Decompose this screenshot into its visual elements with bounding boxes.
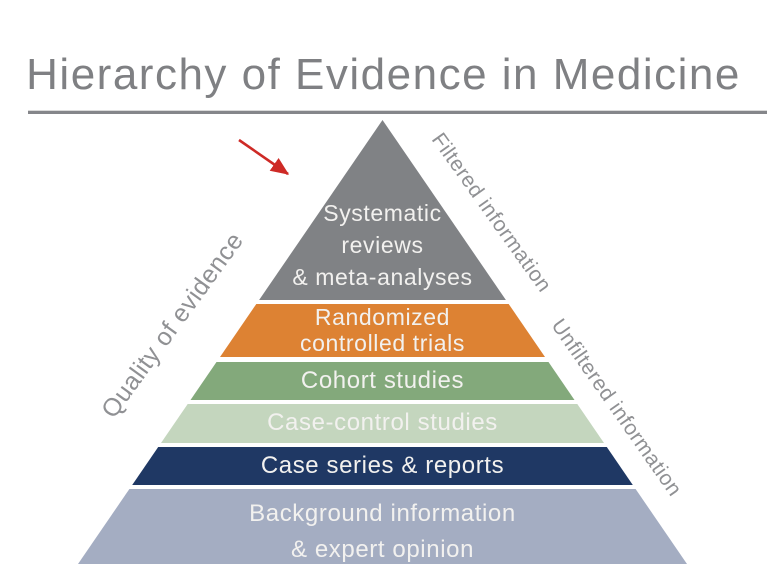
pyramid-level-randomized-controlled-trials [220, 304, 545, 357]
pyramid-level-systematic-reviews [259, 120, 506, 300]
red-arrow [238, 138, 290, 176]
pyramid-level-cohort-studies [190, 362, 575, 400]
pyramid-level-case-control-studies [161, 404, 604, 443]
pyramid-level-case-series-reports [132, 447, 633, 485]
page-title: Hierarchy of Evidence in Medicine [26, 50, 741, 99]
pyramid-level-background-information [78, 489, 687, 564]
title-underline [28, 110, 767, 114]
